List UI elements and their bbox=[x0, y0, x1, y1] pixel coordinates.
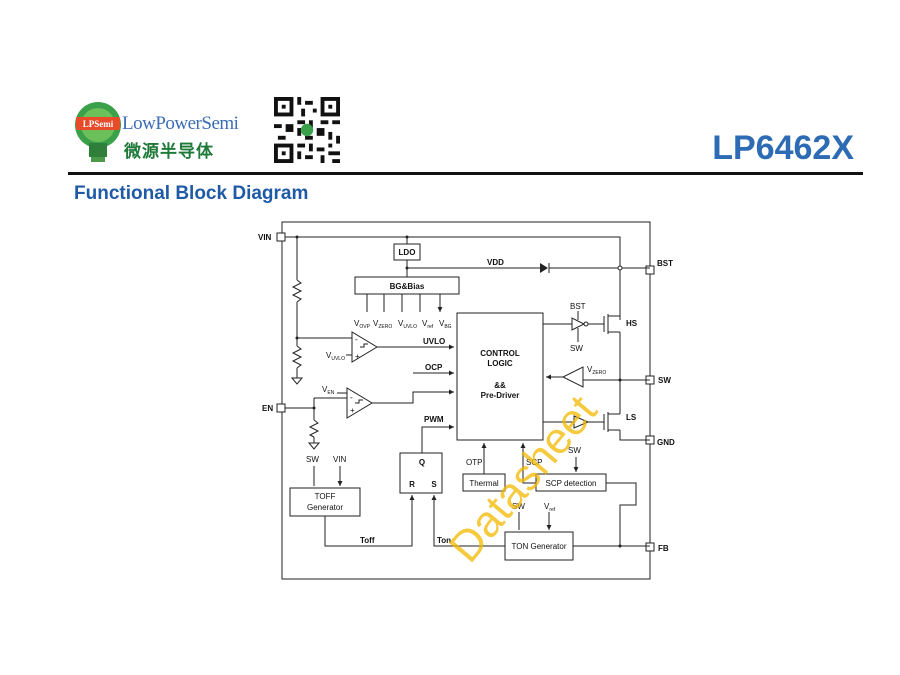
svg-text:Ton: Ton bbox=[437, 536, 451, 545]
svg-text:TOFF: TOFF bbox=[315, 492, 336, 501]
svg-text:+: + bbox=[355, 352, 360, 361]
svg-text:VBG: VBG bbox=[439, 319, 452, 330]
svg-text:LDO: LDO bbox=[399, 248, 416, 257]
resistor-icon bbox=[291, 279, 303, 303]
svg-text:-: - bbox=[355, 335, 358, 344]
resistor-icon bbox=[291, 345, 303, 369]
chip-outline bbox=[281, 221, 651, 580]
hs-driver-icon bbox=[571, 317, 586, 331]
svg-text:Vref: Vref bbox=[544, 502, 556, 513]
svg-text:+: + bbox=[350, 406, 355, 415]
svg-text:&&: && bbox=[494, 381, 506, 390]
svg-text:OCP: OCP bbox=[425, 363, 443, 372]
svg-text:Pre-Driver: Pre-Driver bbox=[481, 391, 520, 400]
svg-text:BST: BST bbox=[657, 259, 673, 268]
svg-text:VIN: VIN bbox=[333, 455, 347, 464]
svg-text:VUVLO: VUVLO bbox=[398, 319, 417, 330]
brand-name-en: LowPowerSemi bbox=[122, 113, 239, 134]
svg-text:LOGIC: LOGIC bbox=[487, 359, 513, 368]
svg-text:EN: EN bbox=[262, 404, 273, 413]
svg-text:VDD: VDD bbox=[487, 258, 504, 267]
svg-text:PWM: PWM bbox=[424, 415, 444, 424]
svg-text:Toff: Toff bbox=[360, 536, 375, 545]
svg-text:SW: SW bbox=[568, 446, 581, 455]
svg-text:VOVP: VOVP bbox=[354, 319, 371, 330]
svg-text:VEN: VEN bbox=[322, 385, 335, 396]
svg-text:GND: GND bbox=[657, 438, 675, 447]
svg-text:SCP detection: SCP detection bbox=[546, 479, 597, 488]
svg-text:-: - bbox=[350, 393, 353, 402]
svg-text:Q: Q bbox=[419, 458, 425, 467]
svg-text:FB: FB bbox=[658, 544, 669, 553]
pin-bst: BST bbox=[645, 259, 673, 275]
svg-text:SW: SW bbox=[512, 502, 525, 511]
ton-generator-block bbox=[504, 531, 574, 561]
svg-text:VZERO: VZERO bbox=[373, 319, 392, 330]
part-number: LP6462X bbox=[712, 129, 854, 167]
ls-mosfet-icon bbox=[603, 412, 620, 432]
pin-fb: FB bbox=[645, 542, 669, 553]
brand-name-cn: 微源半导体 bbox=[124, 142, 214, 161]
bg-bias-block bbox=[354, 276, 460, 295]
control-logic-block bbox=[456, 312, 544, 441]
ls-driver-icon bbox=[573, 415, 590, 429]
logo-badge-text: LPSemi bbox=[83, 119, 114, 129]
svg-text:VZERO: VZERO bbox=[587, 365, 606, 376]
ground-icon bbox=[307, 442, 321, 450]
zero-cross-comparator bbox=[561, 366, 584, 388]
svg-text:OTP: OTP bbox=[466, 458, 482, 467]
svg-text:SW: SW bbox=[306, 455, 319, 464]
svg-text:TON Generator: TON Generator bbox=[512, 542, 567, 551]
svg-text:VIN: VIN bbox=[258, 233, 272, 242]
svg-text:UVLO: UVLO bbox=[423, 337, 445, 346]
svg-text:CONTROL: CONTROL bbox=[480, 349, 520, 358]
svg-text:SW: SW bbox=[570, 344, 583, 353]
svg-text:R: R bbox=[409, 480, 415, 489]
hs-mosfet-icon bbox=[603, 314, 620, 334]
resistor-icon bbox=[308, 419, 320, 438]
bulb-logo-icon: LPSemi bbox=[75, 102, 121, 162]
svg-text:Thermal: Thermal bbox=[469, 479, 499, 488]
svg-text:VUVLO: VUVLO bbox=[326, 351, 345, 362]
svg-text:S: S bbox=[431, 480, 437, 489]
pin-en: EN bbox=[262, 403, 286, 413]
svg-text:HS: HS bbox=[626, 319, 638, 328]
svg-text:Vref: Vref bbox=[422, 319, 434, 330]
pin-vin: VIN bbox=[258, 232, 286, 242]
toff-generator-block bbox=[289, 487, 361, 517]
svg-text:LS: LS bbox=[626, 413, 637, 422]
svg-text:BG&Bias: BG&Bias bbox=[390, 282, 425, 291]
svg-text:SW: SW bbox=[658, 376, 671, 385]
section-title: Functional Block Diagram bbox=[74, 183, 309, 204]
svg-text:BST: BST bbox=[570, 302, 586, 311]
bootstrap-diode-icon bbox=[540, 263, 548, 273]
svg-text:SCP: SCP bbox=[526, 458, 542, 467]
qr-code-icon bbox=[274, 97, 340, 163]
sr-latch-block bbox=[399, 452, 443, 494]
header-divider bbox=[68, 172, 863, 175]
ground-icon bbox=[290, 377, 304, 385]
svg-text:Generator: Generator bbox=[307, 503, 343, 512]
company-logo: LPSemi bbox=[74, 97, 234, 167]
